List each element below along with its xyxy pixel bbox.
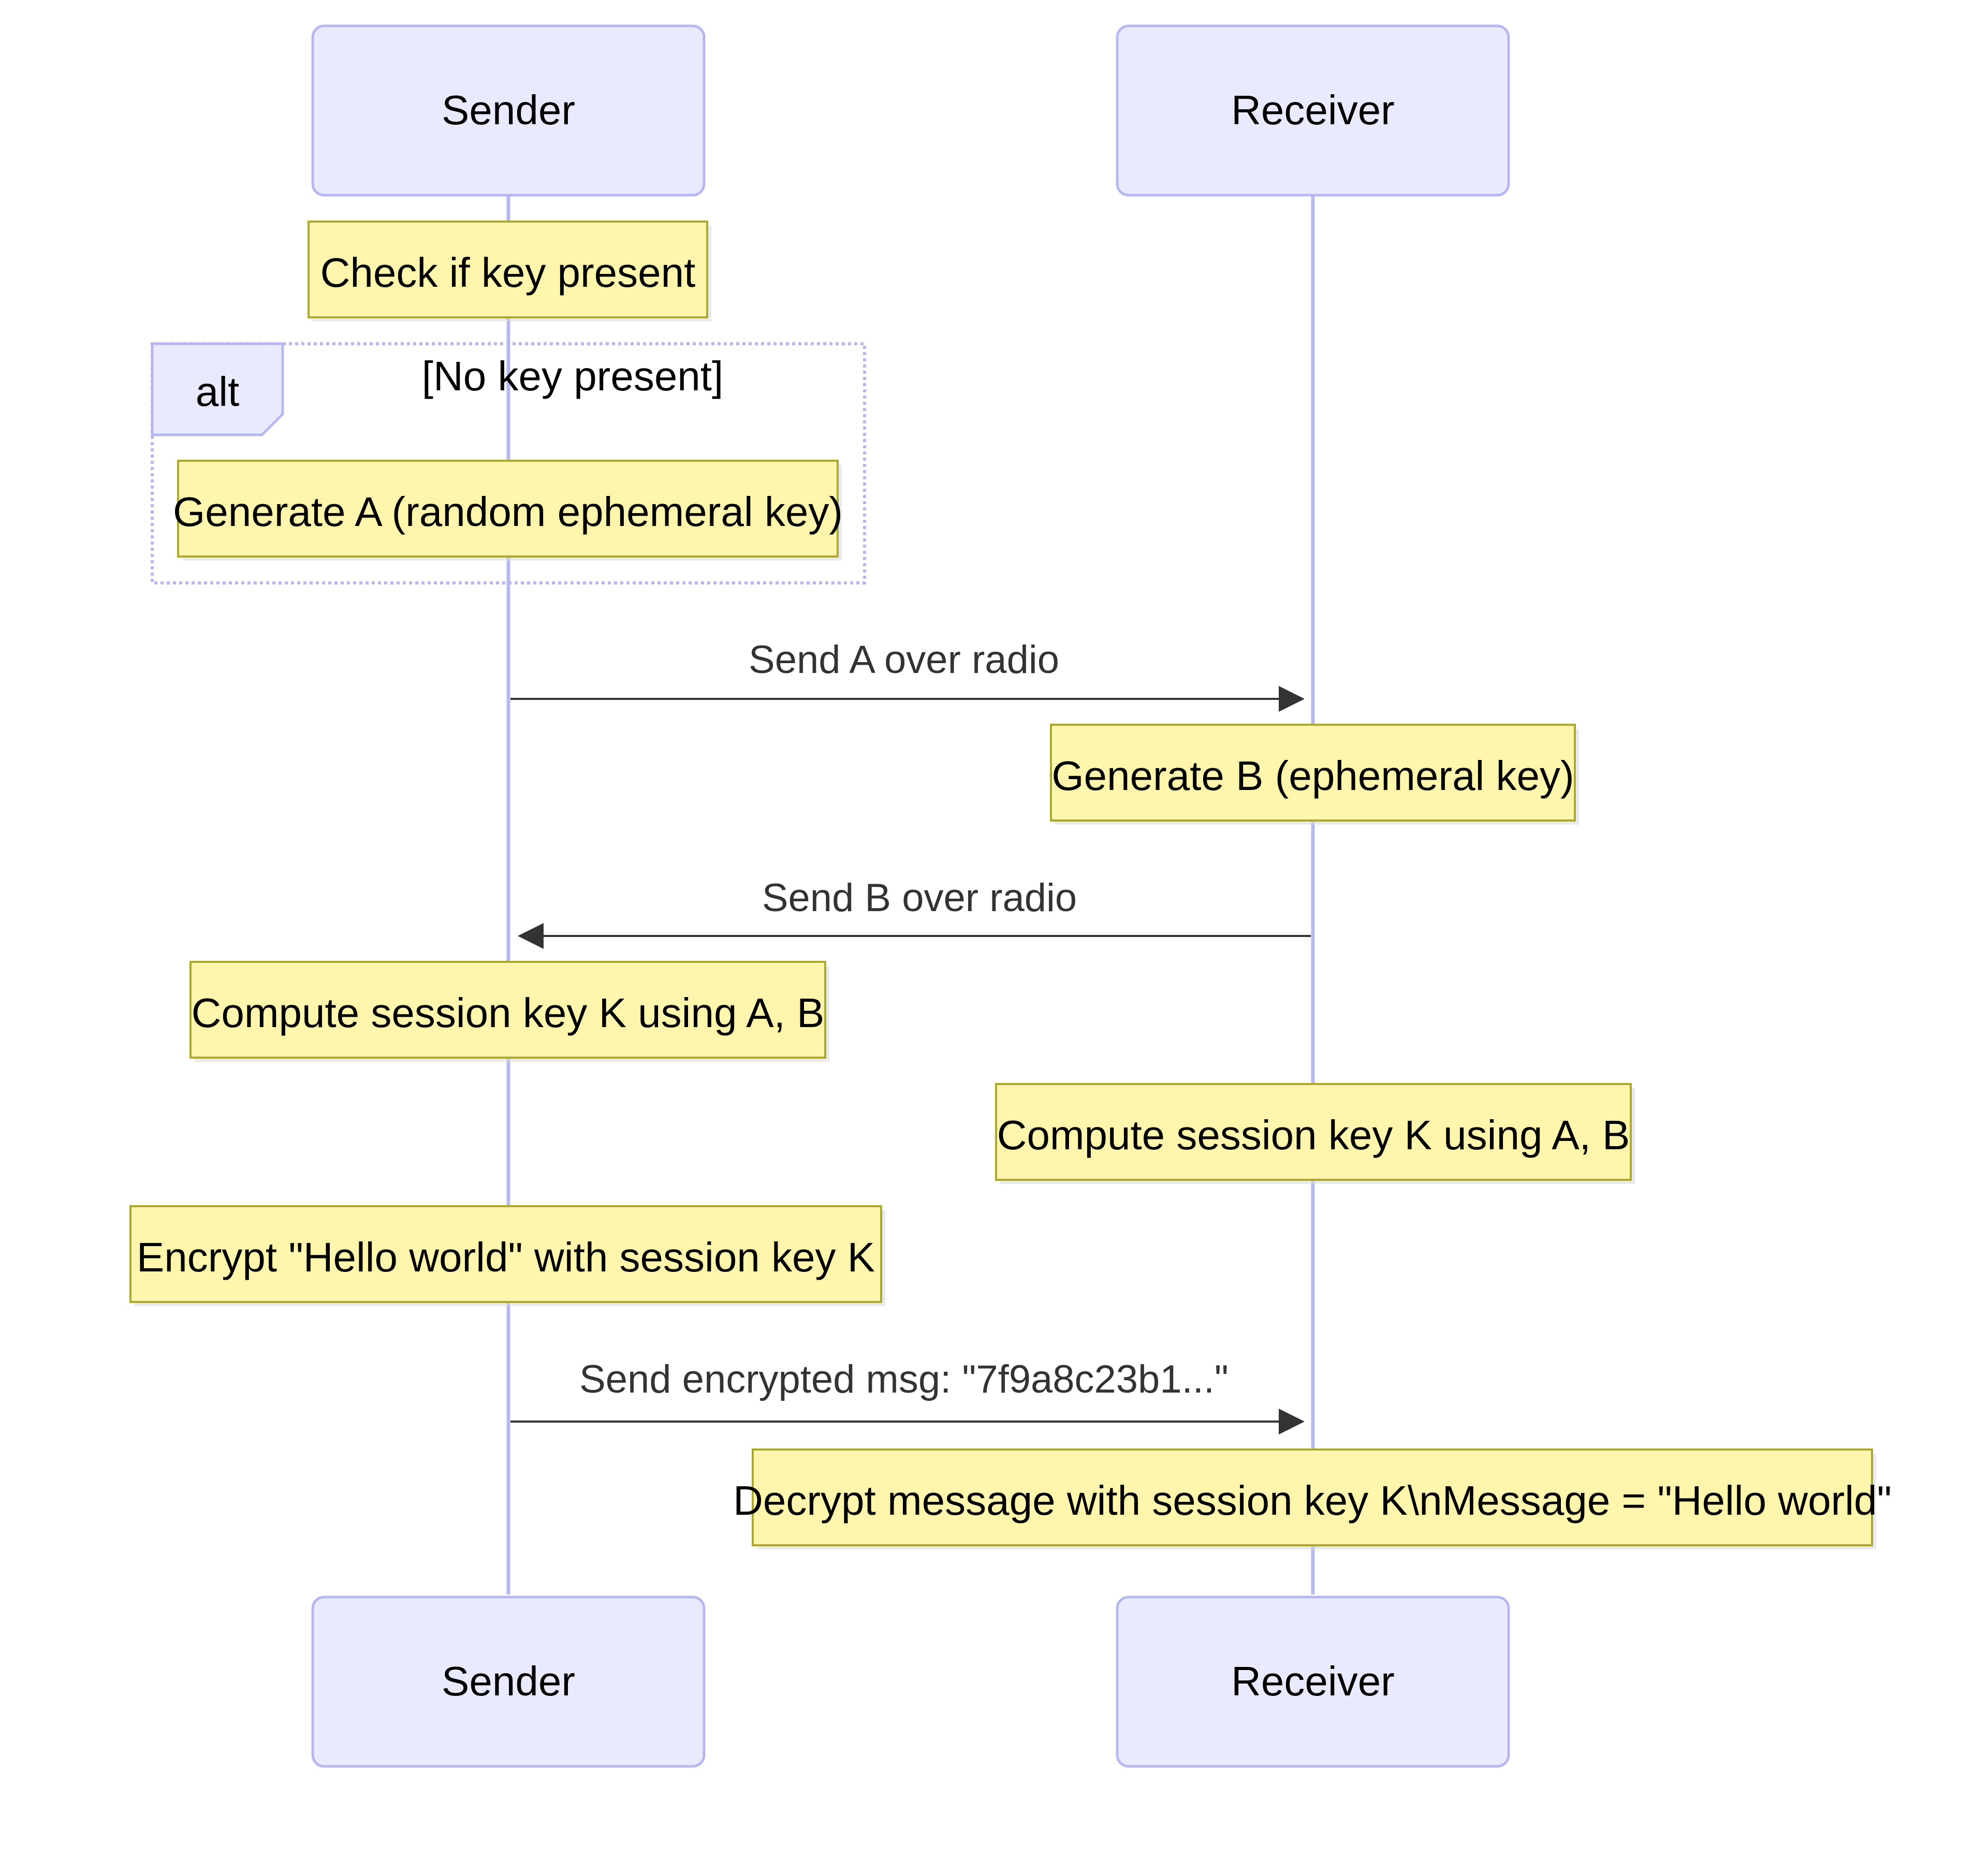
message-label: Send B over radio bbox=[762, 876, 1077, 920]
note-compute-k-receiver: Compute session key K using A, B bbox=[995, 1083, 1635, 1184]
actor-receiver-bottom[interactable]: Receiver bbox=[1116, 1595, 1510, 1768]
note-text: Compute session key K using A, B bbox=[997, 1112, 1630, 1158]
actor-label: Sender bbox=[442, 87, 575, 133]
note-decrypt: Decrypt message with session key K\nMess… bbox=[733, 1448, 1892, 1549]
note-text: Generate B (ephemeral key) bbox=[1051, 753, 1574, 799]
note-generate-b: Generate B (ephemeral key) bbox=[1050, 724, 1579, 825]
actor-sender-top[interactable]: Sender bbox=[311, 24, 706, 197]
actor-receiver-top[interactable]: Receiver bbox=[1116, 24, 1510, 197]
note-generate-a: Generate A (random ephemeral key) bbox=[173, 460, 843, 561]
note-text: Check if key present bbox=[320, 250, 696, 296]
actor-label: Sender bbox=[442, 1658, 575, 1704]
message-label: Send A over radio bbox=[749, 638, 1059, 682]
message-send-encrypted: Send encrypted msg: "7f9a8c23b1..." bbox=[510, 1357, 1305, 1434]
note-text: Encrypt "Hello world" with session key K bbox=[137, 1234, 875, 1280]
note-text: Compute session key K using A, B bbox=[192, 990, 825, 1036]
arrowhead-right-icon bbox=[1279, 686, 1305, 712]
arrowhead-right-icon bbox=[1279, 1409, 1305, 1434]
note-text: Decrypt message with session key K\nMess… bbox=[733, 1477, 1892, 1524]
actor-label: Receiver bbox=[1231, 87, 1395, 133]
actor-label: Receiver bbox=[1231, 1658, 1395, 1704]
actor-sender-bottom[interactable]: Sender bbox=[311, 1595, 706, 1768]
message-label: Send encrypted msg: "7f9a8c23b1..." bbox=[579, 1357, 1229, 1401]
note-text: Generate A (random ephemeral key) bbox=[173, 489, 843, 535]
message-send-b: Send B over radio bbox=[518, 876, 1311, 949]
arrowhead-left-icon bbox=[518, 923, 544, 949]
alt-keyword: alt bbox=[196, 369, 240, 415]
note-compute-k-sender: Compute session key K using A, B bbox=[189, 961, 829, 1062]
alt-condition: [No key present] bbox=[422, 353, 724, 399]
message-send-a: Send A over radio bbox=[510, 638, 1305, 712]
note-encrypt: Encrypt "Hello world" with session key K bbox=[129, 1205, 885, 1306]
note-check-key: Check if key present bbox=[308, 221, 711, 321]
alt-frame: alt [No key present] bbox=[151, 342, 866, 584]
alt-frame-tab bbox=[151, 342, 284, 436]
